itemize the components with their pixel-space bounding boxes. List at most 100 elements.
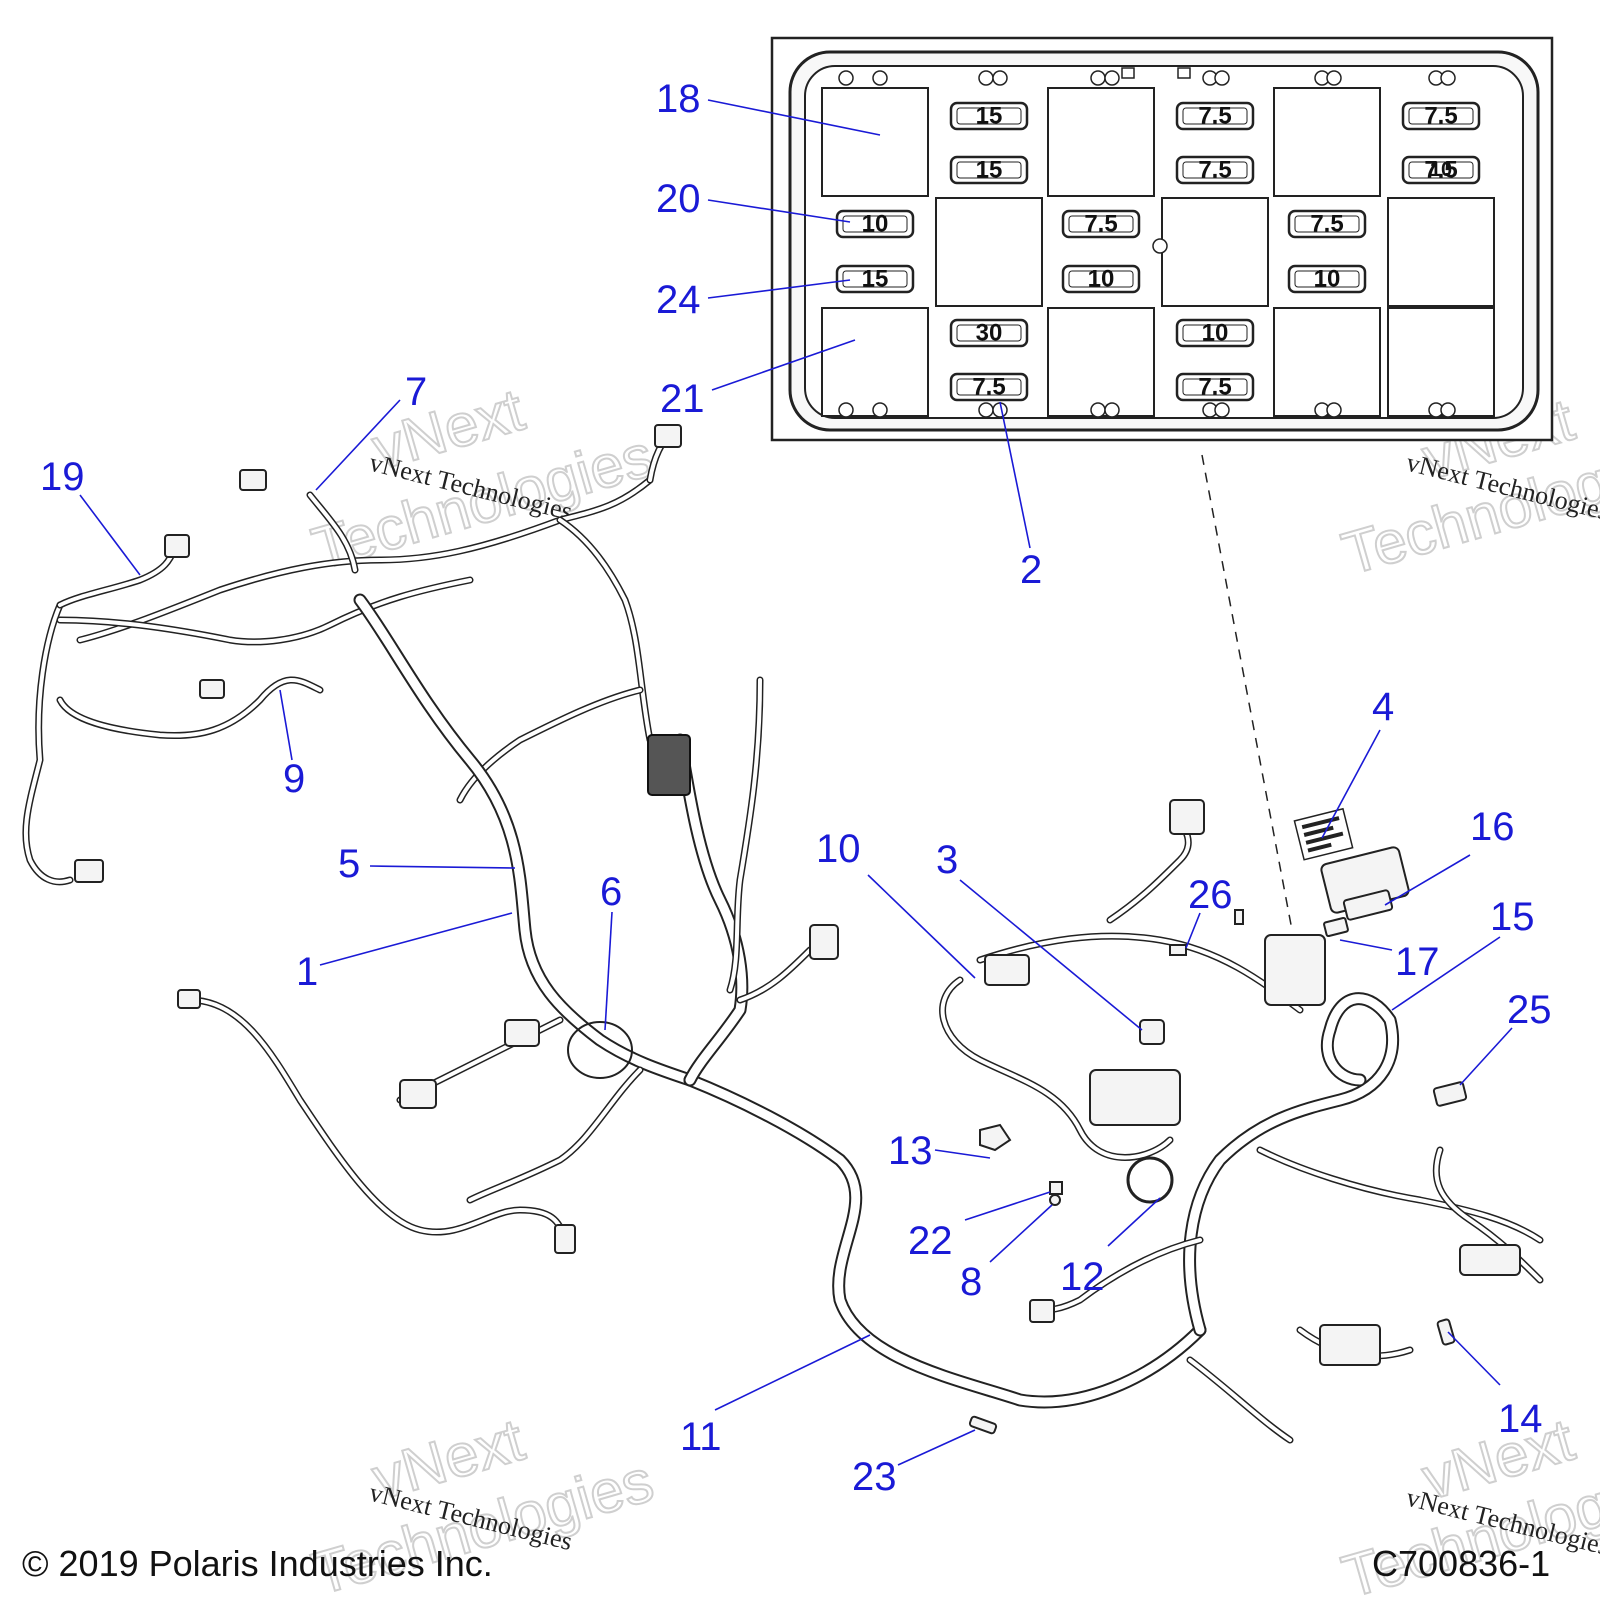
connector-parts [74,424,1521,1435]
drawing-number: C700836-1 [1372,1543,1550,1584]
fuse-slot [1287,209,1367,239]
callout-25[interactable]: 25 [1507,988,1552,1032]
fuse-rating: 10 [1314,266,1341,293]
leader-14 [1447,1331,1501,1386]
relay-slot [1161,197,1269,307]
rear-harness [939,826,1544,1444]
connector-left-large [399,1079,437,1109]
callout-16[interactable]: 16 [1470,805,1515,849]
callout-3[interactable]: 3 [936,838,958,882]
callout-13[interactable]: 13 [888,1129,933,1173]
callout-23[interactable]: 23 [852,1455,897,1499]
callout-21[interactable]: 21 [660,377,705,421]
fuse-rating: 7.5 [1198,374,1231,401]
callout-leaders [79,99,1513,1466]
fuse-rating: 7.5 [1424,157,1457,184]
callout-11[interactable]: 11 [680,1415,722,1459]
fuse-rating: 7.5 [1198,157,1231,184]
fuse-rating: 15 [862,266,889,293]
fuse-box-standoff [1326,402,1342,418]
relay-slot [821,87,929,197]
callout-24[interactable]: 24 [656,278,701,322]
callout-2[interactable]: 2 [1020,548,1042,592]
fuse-inner-outline [956,161,1022,179]
leader-22 [964,1191,1051,1221]
connector-bottom-left [554,1224,576,1254]
callout-17[interactable]: 17 [1395,940,1440,984]
callout-26[interactable]: 26 [1188,873,1233,917]
callout-4[interactable]: 4 [1372,685,1394,729]
fuse-inner-outline [956,107,1022,125]
fuse-slot [1401,101,1481,131]
front-harness [22,426,676,886]
callout-5[interactable]: 5 [338,842,360,886]
front-harness-branch-9 [56,676,324,740]
fuse-box-tab-right [1177,67,1191,79]
callout-1[interactable]: 1 [296,950,318,994]
leader-19 [79,494,141,576]
connector-right-of-main [809,924,839,960]
fuse-box-standoff [838,402,854,418]
fuse-inner-outline [1408,107,1474,125]
fuse-rating: 15 [976,157,1003,184]
leader-16 [1384,854,1471,906]
fuse-inner-outline [956,378,1022,396]
fuse-box-standoff [1214,70,1230,86]
nut-8 [1049,1194,1061,1206]
fuse-rating: 10 [862,211,889,238]
fuse-block-15 [1264,934,1326,1006]
fuse-inner-outline [1294,270,1360,288]
fuse-box-standoff [1104,402,1120,418]
rear-harness-branch-top [1106,826,1192,924]
callout-14[interactable]: 14 [1498,1397,1543,1441]
callout-20[interactable]: 20 [656,177,701,221]
fuse-box-standoff [838,70,854,86]
fuse-slot [1175,318,1255,348]
leader-5 [369,865,516,869]
leader-1 [319,912,513,966]
fuse-rating: 7.5 [1310,211,1343,238]
callout-12[interactable]: 12 [1060,1255,1105,1299]
ecu-module [1089,1069,1181,1126]
connector-left-lower [74,859,104,883]
callout-7[interactable]: 7 [405,370,427,414]
leader-15 [1391,936,1501,1011]
screw-26 [1234,909,1244,925]
fuse-overprint-value: 10 [1430,159,1452,181]
leader-13 [934,1149,991,1159]
connector-rear-left [1029,1299,1055,1323]
fuse-rating: 7.5 [972,374,1005,401]
fuse-box-standoff [872,70,888,86]
fuse-slot [949,155,1029,185]
fuse-slot [1061,264,1141,294]
connector-main-block [647,734,691,796]
callout-15[interactable]: 15 [1490,895,1535,939]
fuse-inner-outline [1408,161,1474,179]
fuse-box-standoff [872,402,888,418]
callout-labels: 18 20 24 21 2 7 19 9 5 1 6 10 3 26 4 16 … [40,77,1552,1499]
fuse-box-projection-line [1201,454,1293,931]
cap-13 [979,1123,1012,1152]
fuse-box-standoff [1326,70,1342,86]
callout-19[interactable]: 19 [40,455,85,499]
callout-10[interactable]: 10 [816,827,861,871]
callout-22[interactable]: 22 [908,1219,953,1263]
cap-25 [1432,1081,1468,1107]
leader-4 [1321,729,1381,839]
fuse-puller-16 [1342,889,1394,921]
fuse-box-standoff [992,70,1008,86]
leader-2 [999,401,1031,549]
fuse-slot [1175,155,1255,185]
callout-18[interactable]: 18 [656,77,701,121]
leader-24 [707,279,851,299]
callout-6[interactable]: 6 [600,870,622,914]
fuse-inner-outline [956,324,1022,342]
fuse-rating: 10 [1202,320,1229,347]
callout-8[interactable]: 8 [960,1260,982,1304]
fuse-box-standoff [1440,402,1456,418]
fuse-box-tab-left [1121,67,1135,79]
callout-9[interactable]: 9 [283,757,305,801]
